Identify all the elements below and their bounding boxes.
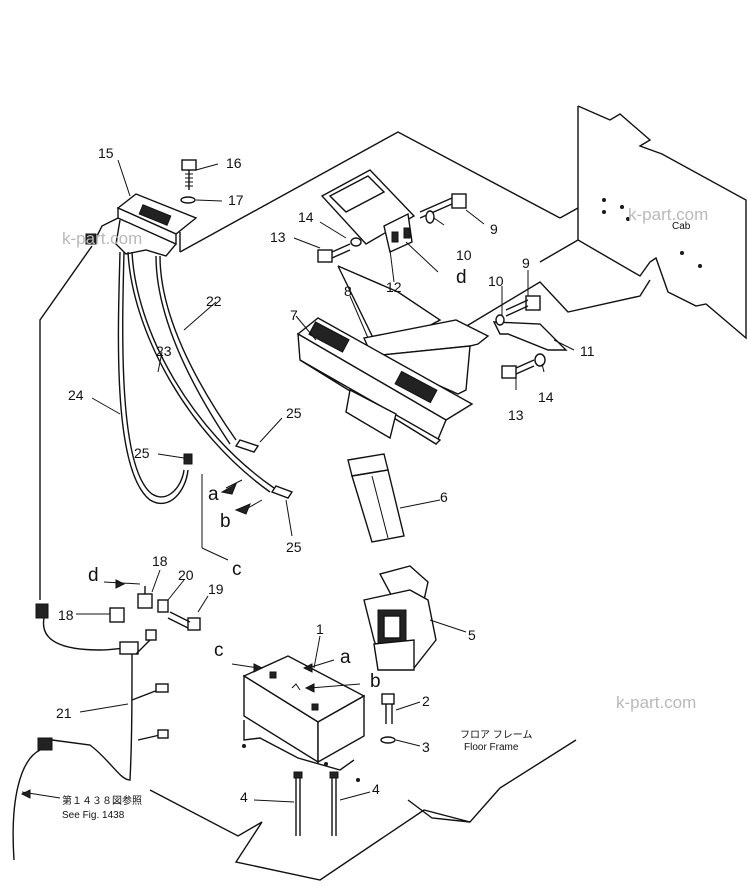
heater-5	[363, 565, 437, 671]
bolt-13-right	[501, 353, 546, 379]
unit-1	[242, 655, 366, 782]
callout-9-top: 9	[490, 221, 498, 237]
leader-lines	[21, 159, 575, 803]
watermark-left: k-part.com	[62, 229, 142, 248]
connector-d-upper: d	[456, 267, 467, 288]
callout-15: 15	[98, 145, 114, 161]
callout-13-top: 13	[270, 229, 286, 245]
callout-18-top: 18	[152, 553, 168, 569]
connector-c-lower: c	[214, 640, 224, 661]
callout-18-left: 18	[58, 607, 74, 623]
harness-21	[12, 245, 169, 861]
bolt-13-top	[317, 237, 362, 263]
callout-1: 1	[316, 621, 324, 637]
callout-19: 19	[208, 581, 224, 597]
callout-2: 2	[422, 693, 430, 709]
relay-20	[157, 599, 169, 613]
callout-8: 8	[344, 283, 352, 299]
callout-25-a: 25	[286, 405, 302, 421]
cables	[117, 251, 294, 505]
callout-labels: 15 16 17 14 13 12 10 9 10 9 8 7 11 14 13…	[56, 145, 595, 805]
callout-4-right: 4	[372, 781, 380, 797]
bolt-2	[381, 693, 395, 724]
callout-7: 7	[290, 307, 298, 323]
connector-c-upper: c	[232, 559, 242, 580]
callout-20: 20	[178, 567, 194, 583]
bracket-12-plate	[320, 169, 442, 353]
see-fig-en: See Fig. 1438	[62, 810, 125, 821]
notes: フロア フレーム Floor Frame 第１４３８図参照 See Fig. 1…	[62, 729, 532, 821]
watermarks: k-part.com k-part.com k-part.com	[62, 205, 708, 712]
bolt-16	[181, 159, 197, 190]
connector-d-lower: d	[88, 565, 99, 586]
callout-14-right: 14	[538, 389, 554, 405]
connector-b-upper: b	[220, 511, 231, 532]
callout-11: 11	[580, 343, 595, 359]
connector-a-lower: a	[340, 647, 351, 668]
callout-12: 12	[386, 279, 402, 295]
duct-6	[347, 453, 405, 543]
callout-4-left: 4	[240, 789, 248, 805]
callout-25-c: 25	[286, 539, 302, 555]
callout-25-b: 25	[134, 445, 150, 461]
connector-arrows	[20, 482, 361, 799]
part-15-panel	[85, 193, 198, 257]
duct-7	[296, 317, 474, 446]
callout-22: 22	[206, 293, 222, 309]
callout-3: 3	[422, 739, 430, 755]
cab-panel: Cab	[577, 105, 747, 340]
washer-17	[180, 196, 196, 204]
bracket-11	[492, 321, 568, 351]
floor-frame-en: Floor Frame	[464, 742, 519, 753]
bolt-9-right	[495, 295, 541, 326]
see-fig-jp: 第１４３８図参照	[62, 794, 142, 807]
floor-frame-outline	[149, 131, 651, 881]
relay-18	[109, 586, 153, 623]
studs-4	[293, 771, 339, 836]
callout-9-right: 9	[522, 255, 530, 271]
floor-frame-jp: フロア フレーム	[460, 729, 532, 741]
bolt-9-top	[419, 193, 467, 224]
watermark-right-top: k-part.com	[628, 205, 708, 224]
callout-6: 6	[440, 489, 448, 505]
callout-23: 23	[156, 343, 172, 359]
bolt-19	[167, 611, 201, 631]
callout-5: 5	[468, 627, 476, 643]
callout-10-right: 10	[488, 273, 504, 289]
callout-10-top: 10	[456, 247, 472, 263]
callout-21: 21	[56, 705, 72, 721]
callout-24: 24	[68, 387, 84, 403]
cab-label: Cab	[672, 221, 691, 232]
connector-a-upper: a	[208, 484, 219, 505]
washer-3	[380, 736, 396, 744]
callout-16: 16	[226, 155, 242, 171]
callout-13-right: 13	[508, 407, 524, 423]
callout-17: 17	[228, 192, 244, 208]
connector-b-lower: b	[370, 671, 381, 692]
callout-14-top: 14	[298, 209, 314, 225]
connector-letters: a b c d a b c d	[88, 267, 467, 692]
watermark-right-bottom: k-part.com	[616, 693, 696, 712]
